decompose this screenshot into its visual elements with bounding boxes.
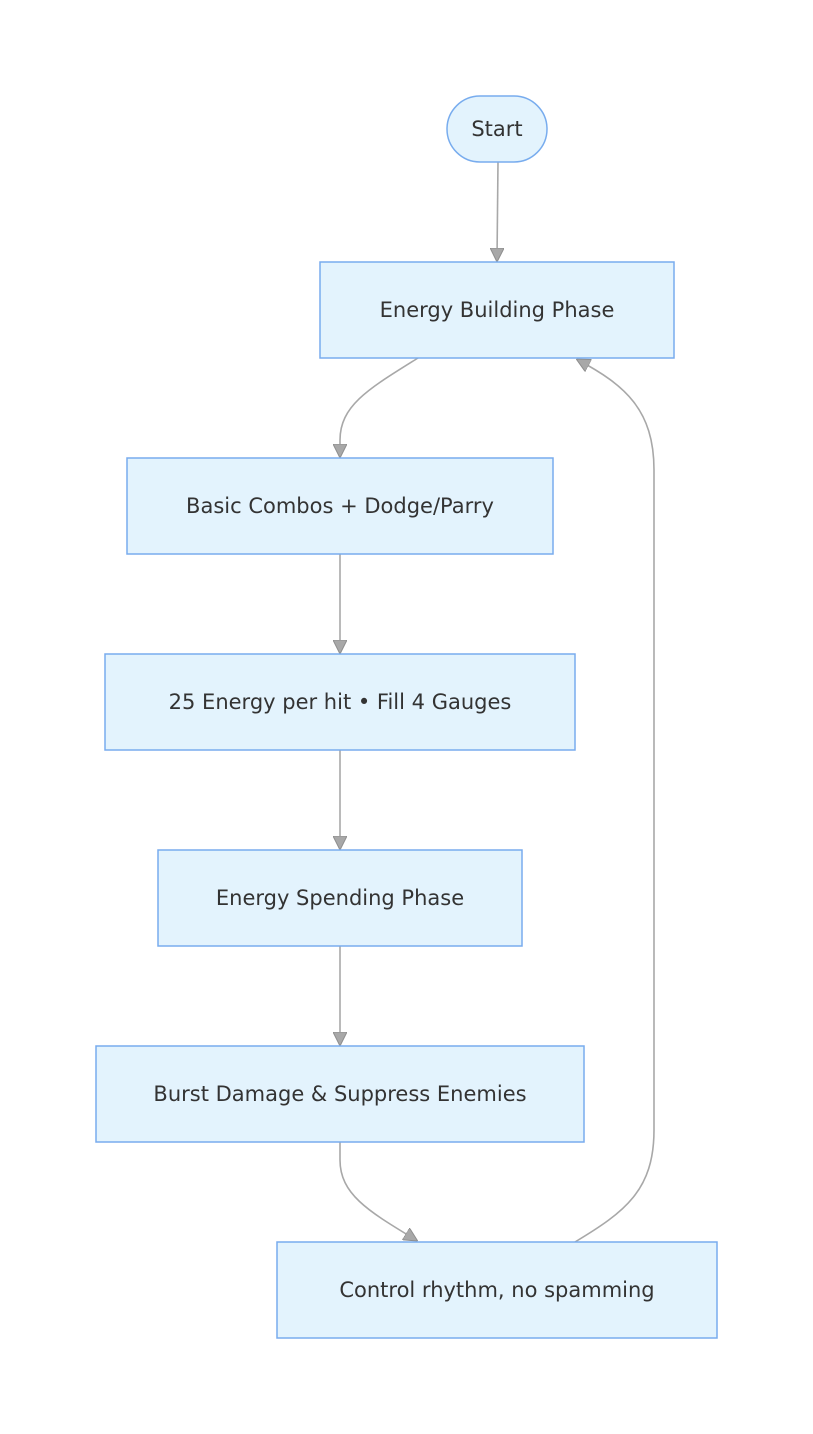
- node-energy-spending-phase: Energy Spending Phase: [157, 849, 523, 947]
- node-energy-building-phase: Energy Building Phase: [319, 261, 675, 359]
- node-basic-combos-label: Basic Combos + Dodge/Parry: [186, 494, 494, 518]
- edge-burst-damage-to-control-rhythm: [339, 1142, 416, 1240]
- edge-start-to-energy-building: [497, 161, 498, 260]
- edges: [339, 161, 655, 1243]
- node-control-rhythm: Control rhythm, no spamming: [276, 1241, 718, 1339]
- node-basic-combos: Basic Combos + Dodge/Parry: [126, 457, 554, 555]
- node-energy-per-hit: 25 Energy per hit • Fill 4 Gauges: [104, 653, 576, 751]
- node-start: Start: [446, 95, 548, 163]
- edge-energy-building-to-basic-combos: [340, 357, 419, 456]
- node-energy-per-hit-label: 25 Energy per hit • Fill 4 Gauges: [169, 690, 512, 714]
- node-burst-damage: Burst Damage & Suppress Enemies: [95, 1045, 585, 1143]
- node-start-label: Start: [471, 117, 522, 141]
- node-control-rhythm-label: Control rhythm, no spamming: [339, 1278, 654, 1302]
- node-energy-building-phase-label: Energy Building Phase: [380, 298, 615, 322]
- edge-control-rhythm-loop-to-energy-building: [574, 360, 655, 1243]
- node-burst-damage-label: Burst Damage & Suppress Enemies: [153, 1082, 526, 1106]
- node-energy-spending-phase-label: Energy Spending Phase: [216, 886, 464, 910]
